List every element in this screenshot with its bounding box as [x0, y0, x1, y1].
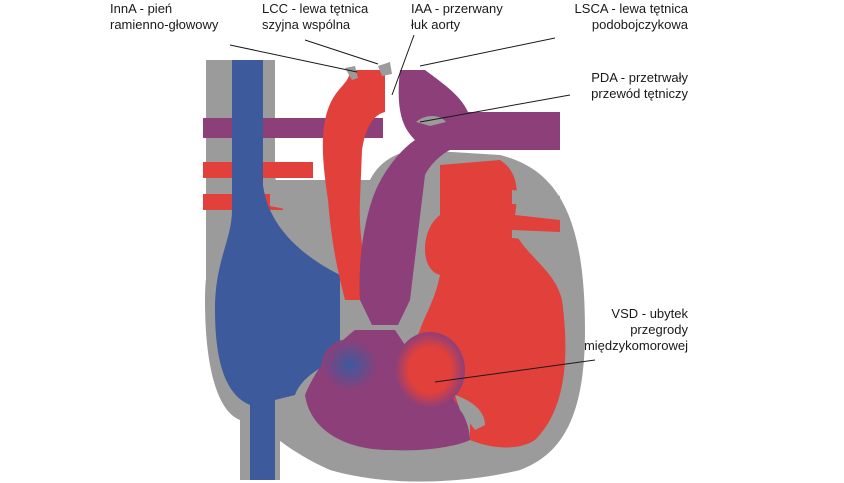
label-inna: InnA - pień ramienno-głowowy [110, 1, 218, 33]
pda-leader [419, 94, 571, 123]
lcc-wall [345, 62, 392, 80]
label-vsd: VSD - ubytek przegrody międzykomorowej [575, 306, 688, 354]
label-iaa-line2: łuk aorty [411, 17, 461, 32]
label-pda: PDA - przetrwały przewód tętniczy [575, 70, 688, 102]
inna-leader [229, 44, 358, 73]
vsd-red-mix [395, 332, 465, 408]
vsd-leader [434, 359, 596, 383]
label-iaa-line1: IAA - przerwany [411, 1, 503, 16]
left-red-branch-wall [270, 190, 300, 212]
label-pda-line1: PDA - przetrwały [591, 70, 688, 85]
lcc-leader [304, 39, 379, 65]
label-vsd-line1: VSD - ubytek [611, 306, 688, 321]
label-lsca: LSCA - lewa tętnica podobojczykowa [560, 1, 688, 33]
label-inna-line1: InnA - pień [110, 1, 173, 16]
label-lcc-line2: szyjna wspólna [262, 17, 351, 32]
lsca-leader [419, 37, 556, 67]
pulmonary-trunk [359, 70, 560, 325]
label-lcc-line1: LCC - lewa tętnica [262, 1, 369, 16]
ascending-aorta [322, 70, 385, 300]
label-iaa: IAA - przerwany łuk aorty [411, 1, 503, 33]
ventricular-septum [455, 395, 485, 430]
superior-vena-cava [215, 60, 340, 480]
iaa-leader [391, 34, 415, 96]
label-lsca-line1: LSCA - lewa tętnica [574, 1, 688, 16]
label-vsd-line3: międzykomorowej [583, 338, 688, 353]
label-lsca-line2: podobojczykowa [591, 17, 688, 32]
label-pda-line2: przewód tętniczy [591, 86, 688, 101]
label-lcc: LCC - lewa tętnica szyjna wspólna [262, 1, 368, 33]
label-vsd-line2: przegrody [630, 322, 688, 337]
vsd-blue-mix [322, 339, 378, 391]
label-inna-line2: ramienno-głowowy [110, 17, 219, 32]
right-branch-walls [512, 190, 560, 242]
